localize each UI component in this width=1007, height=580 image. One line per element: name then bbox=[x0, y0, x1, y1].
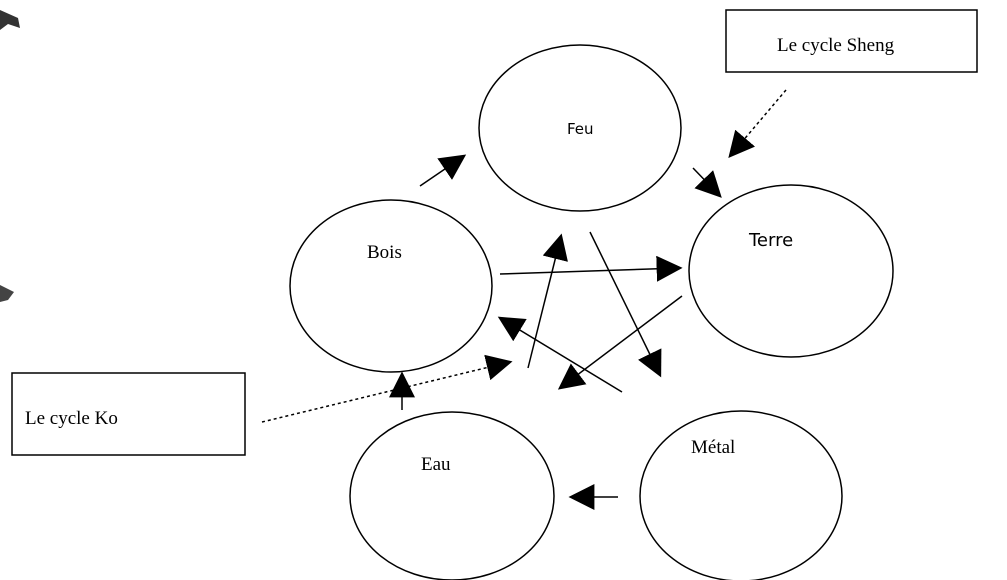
node-metal-circle bbox=[639, 410, 843, 580]
node-bois-label: Bois bbox=[367, 242, 402, 263]
decorative-fragment-top bbox=[0, 10, 20, 30]
callout-sheng-label: Le cycle Sheng bbox=[777, 35, 895, 56]
callout-ko-label: Le cycle Ko bbox=[25, 408, 118, 429]
node-terre-label: Terre bbox=[748, 230, 793, 251]
sheng-arrow-bois-to-feu bbox=[419, 154, 467, 187]
node-feu-label: Feu bbox=[567, 120, 594, 138]
node-eau-label: Eau bbox=[421, 454, 451, 475]
ko-leader-line bbox=[261, 354, 513, 423]
node-metal-label: Métal bbox=[691, 437, 735, 458]
sheng-arrow-feu-to-terre bbox=[692, 167, 722, 198]
node-feu-circle bbox=[478, 44, 682, 212]
ko-arrow-eau-to-feu bbox=[527, 233, 568, 369]
ko-arrow-terre-to-eau bbox=[557, 295, 683, 390]
ko-arrow-feu-to-metal bbox=[589, 231, 662, 378]
ko-arrow-metal-to-bois bbox=[497, 316, 623, 393]
sheng-leader-line bbox=[728, 89, 787, 158]
node-eau-circle bbox=[349, 411, 555, 580]
node-bois-circle bbox=[289, 199, 493, 373]
decorative-fragment-mid bbox=[0, 285, 14, 302]
ko-arrow-bois-to-terre bbox=[499, 255, 683, 282]
callout-sheng-box bbox=[725, 9, 978, 73]
node-terre-circle bbox=[688, 184, 894, 358]
callout-ko-box bbox=[11, 372, 246, 456]
